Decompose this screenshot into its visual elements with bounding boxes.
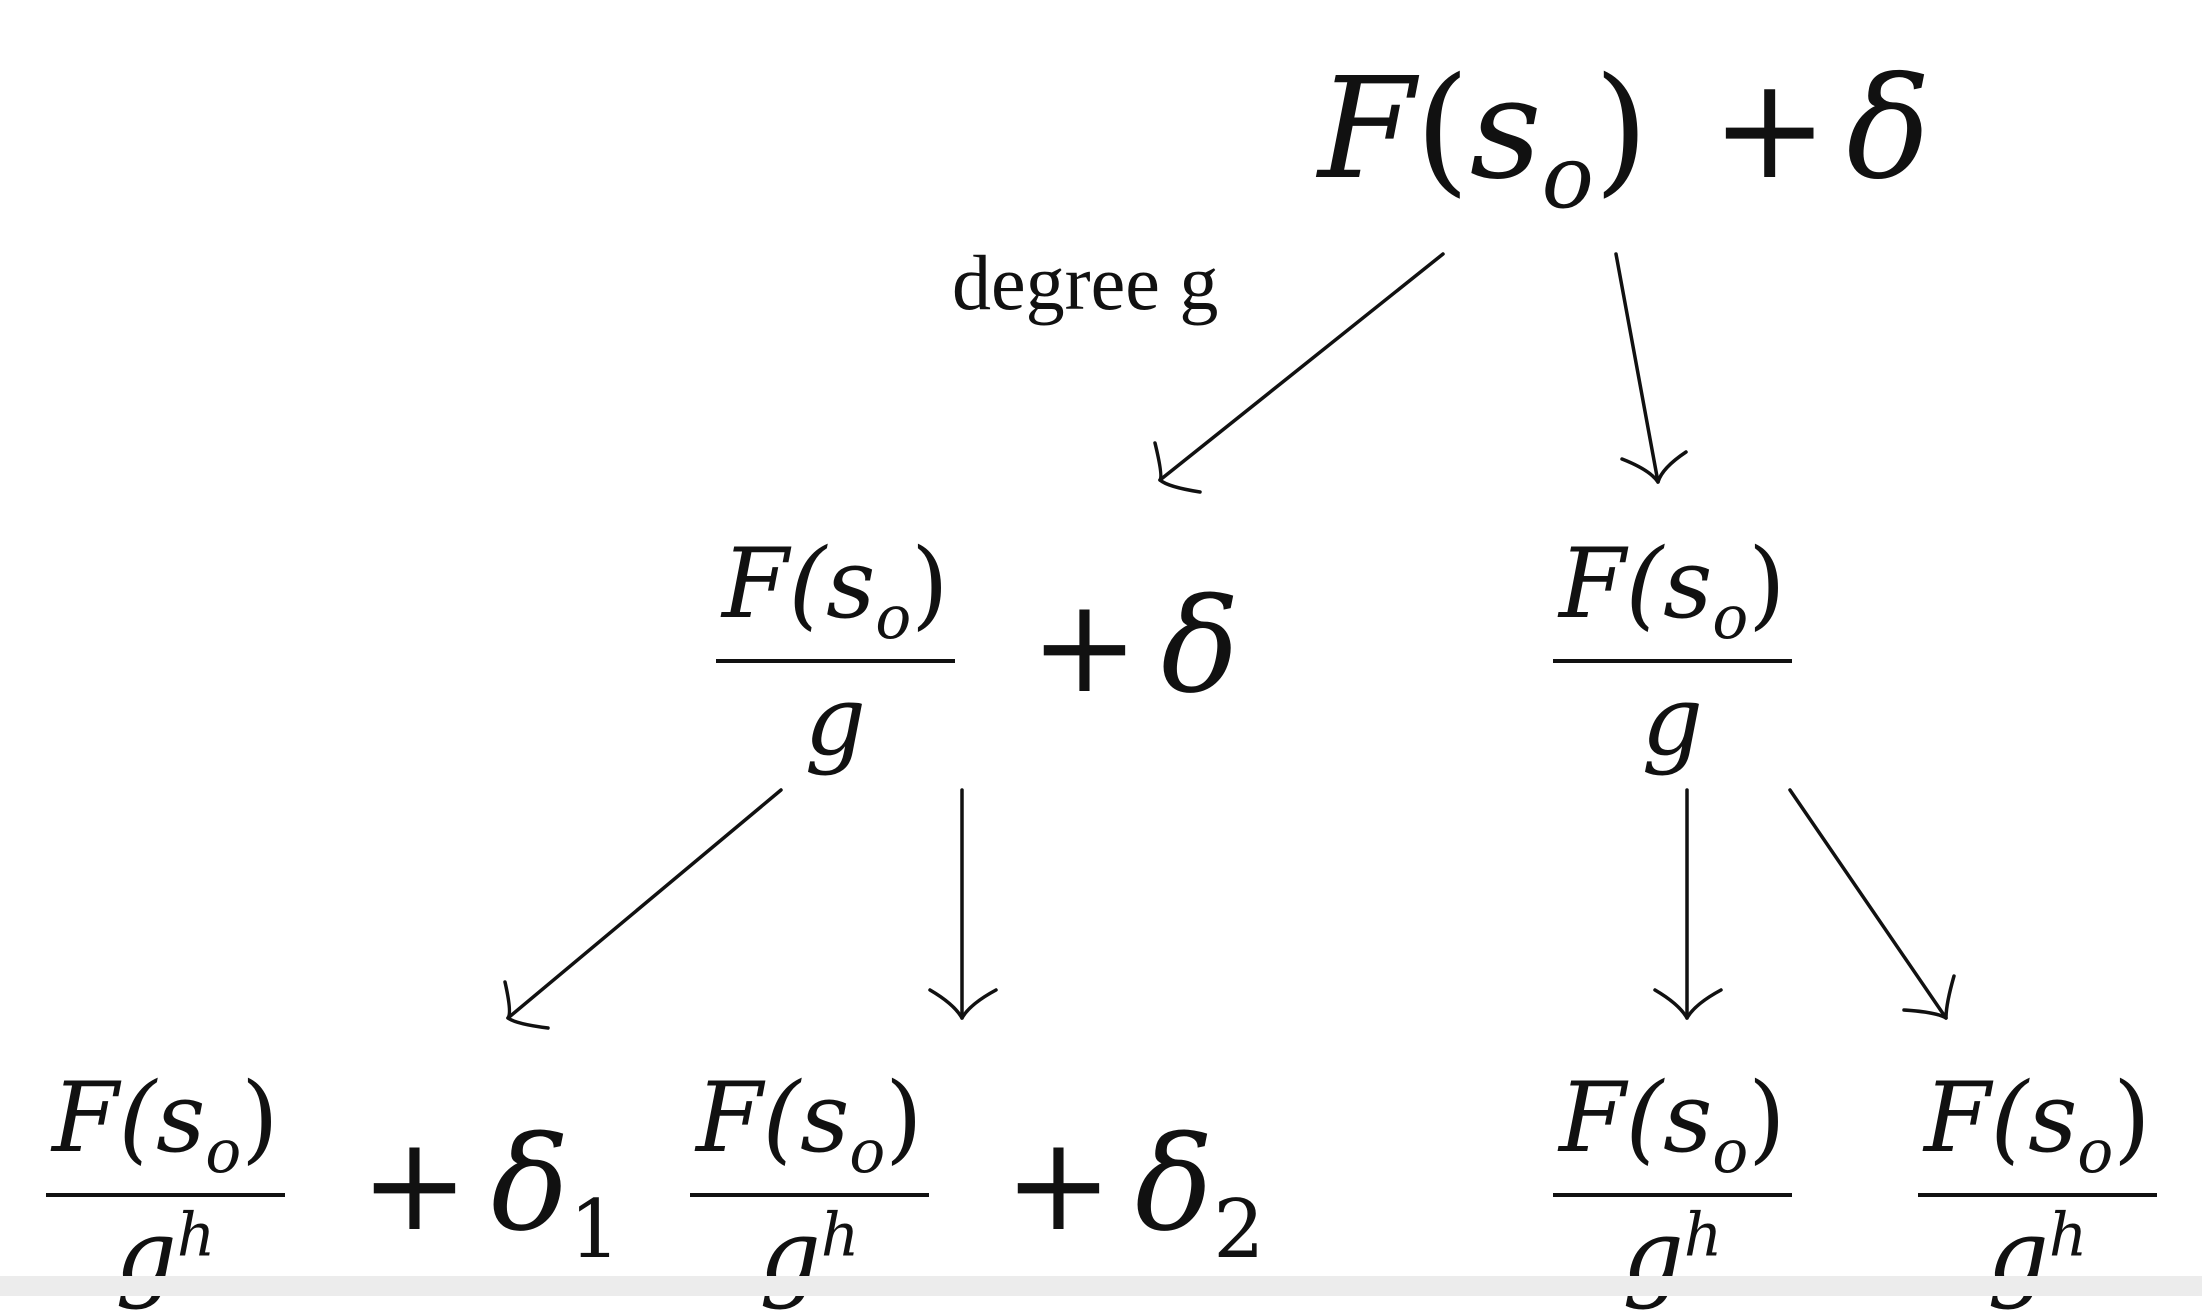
mid-left-denominator: g xyxy=(804,664,867,777)
mid-left-plus-delta: +δ xyxy=(1030,570,1239,722)
leaf-3-sub-o: o xyxy=(1712,1117,1749,1187)
leaf-2-plus: + xyxy=(1004,1108,1113,1260)
mid-left-rparen: ) xyxy=(911,528,949,640)
leaf-2-rparen: ) xyxy=(885,1062,923,1174)
mid-left-numerator: F(s xyxy=(722,528,876,640)
mid-right-fraction-bar xyxy=(1553,658,1792,663)
leaf-1-sup-h: h xyxy=(176,1201,216,1271)
leaf-2-delta: δ xyxy=(1134,1108,1214,1260)
mid-left-sub-o: o xyxy=(875,583,912,653)
mid-right-rparen: ) xyxy=(1748,528,1786,640)
arrowhead-mid-right-to-leaf-4 xyxy=(1902,974,1956,1020)
arrow-mid-right-to-leaf-4 xyxy=(1788,788,1948,1020)
arrow-mid-left-to-leaf-1 xyxy=(506,788,783,1020)
leaf-1-delta-sub: 1 xyxy=(569,1183,621,1278)
root-rparen: ) xyxy=(1593,48,1649,211)
root-delta: δ xyxy=(1846,48,1931,211)
root-s: s xyxy=(1469,48,1542,211)
leaf-2-numerator: F(s xyxy=(696,1062,850,1174)
leaf-1-sub-o: o xyxy=(205,1117,242,1187)
mid-right-sub-o: o xyxy=(1712,583,1749,653)
leaf-4-fraction: F(so) gh xyxy=(1918,1062,2157,1311)
arrowhead-mid-right-to-leaf-3 xyxy=(1653,988,1723,1020)
leaf-2-sub-o: o xyxy=(849,1117,886,1187)
leaf-4-fraction-bar xyxy=(1918,1192,2157,1197)
bottom-strip xyxy=(0,1276,2202,1296)
leaf-1-fraction-bar xyxy=(46,1192,285,1197)
leaf-1-numerator: F(s xyxy=(52,1062,206,1174)
arrowhead-root-to-mid-left xyxy=(1153,441,1202,494)
leaf-4-rparen: ) xyxy=(2113,1062,2151,1174)
mid-right-numerator: F(s xyxy=(1559,528,1713,640)
root-F: F xyxy=(1318,48,1416,211)
mid-right-denominator: g xyxy=(1641,664,1704,777)
mid-right-fraction: F(so) g xyxy=(1553,528,1792,777)
leaf-4-sup-h: h xyxy=(2048,1201,2088,1271)
mid-left-delta: δ xyxy=(1160,570,1240,722)
leaf-4-sub-o: o xyxy=(2077,1117,2114,1187)
root-sub-o: o xyxy=(1541,127,1594,229)
leaf-2-fraction-bar xyxy=(690,1192,929,1197)
arrow-root-to-mid-left xyxy=(1158,252,1445,482)
mid-left-plus: + xyxy=(1030,570,1139,722)
leaf-1-rparen: ) xyxy=(241,1062,279,1174)
leaf-4-numerator: F(s xyxy=(1924,1062,2078,1174)
leaf-1-plus-delta: +δ1 xyxy=(360,1108,621,1277)
leaf-1-plus: + xyxy=(360,1108,469,1260)
mid-left-fraction: F(so) g xyxy=(716,528,955,777)
leaf-1-fraction: F(so) gh xyxy=(46,1062,285,1311)
arrowhead-root-to-mid-right xyxy=(1620,450,1688,484)
leaf-2-fraction: F(so) gh xyxy=(690,1062,929,1311)
leaf-2-plus-delta: +δ2 xyxy=(1004,1108,1265,1277)
leaf-1-delta: δ xyxy=(490,1108,570,1260)
root-plus: + xyxy=(1711,48,1829,211)
root-lparen: ( xyxy=(1415,48,1470,211)
arrowhead-mid-left-to-leaf-1 xyxy=(503,980,550,1030)
leaf-3-numerator: F(s xyxy=(1559,1062,1713,1174)
edge-label-degree-g: degree g xyxy=(952,239,1219,326)
leaf-2-sup-h: h xyxy=(820,1201,860,1271)
leaf-2-delta-sub: 2 xyxy=(1213,1183,1265,1278)
leaf-3-fraction: F(so) gh xyxy=(1553,1062,1792,1311)
leaf-3-rparen: ) xyxy=(1748,1062,1786,1174)
leaf-3-fraction-bar xyxy=(1553,1192,1792,1197)
root-expression: F(so) +δ xyxy=(1318,60,1931,222)
arrow-root-to-mid-right xyxy=(1614,252,1660,484)
leaf-3-sup-h: h xyxy=(1683,1201,1723,1271)
mid-left-fraction-bar xyxy=(716,658,955,663)
arrowhead-mid-left-to-leaf-2 xyxy=(928,988,998,1020)
